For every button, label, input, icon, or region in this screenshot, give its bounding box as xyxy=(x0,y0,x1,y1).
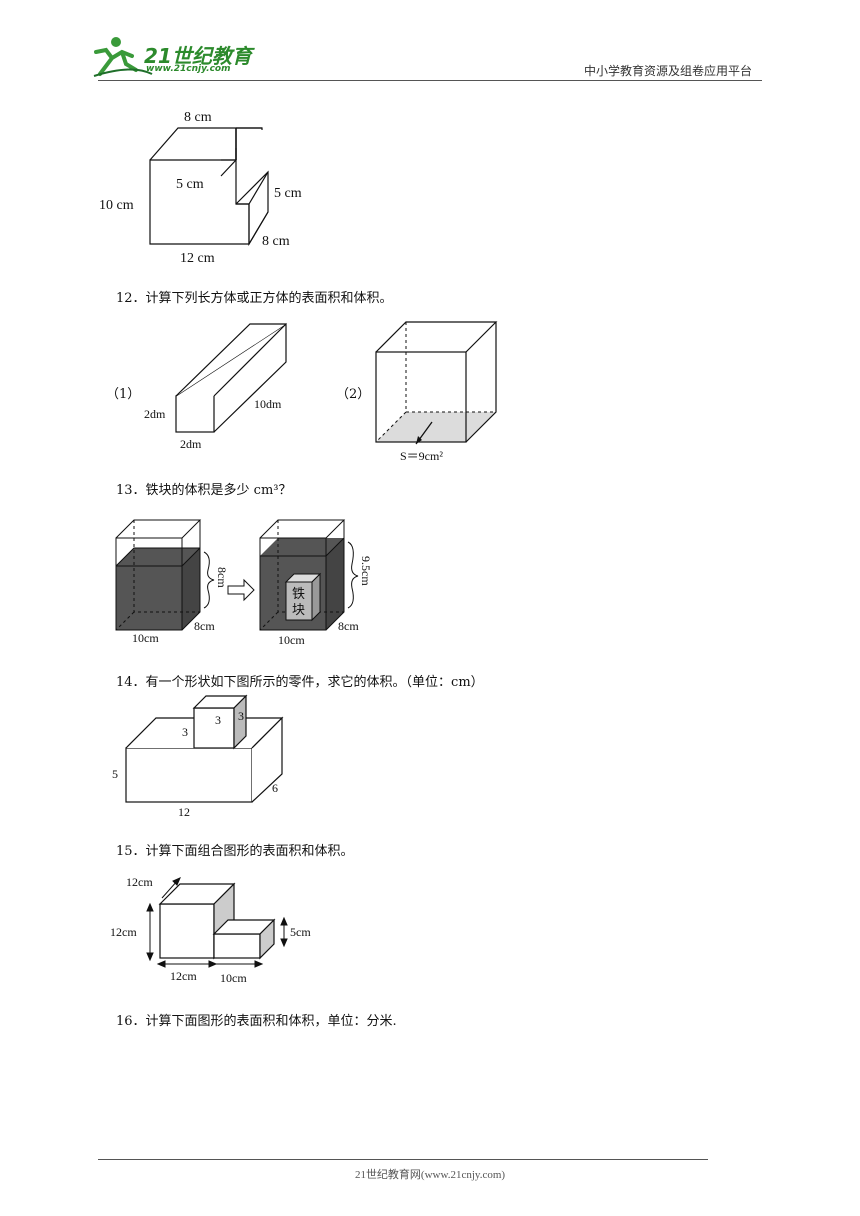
header-platform-text: 中小学教育资源及组卷应用平台 xyxy=(583,64,752,78)
q13-width1-label: 10cm xyxy=(132,631,159,645)
q15-width2-label: 10cm xyxy=(220,971,247,985)
q13-height2-label: 9.5cm xyxy=(359,556,373,586)
logo-url: www.21cnjy.com xyxy=(146,64,231,74)
figure-water-tanks: 8cm 10cm 8cm 铁 块 9.5cm 10cm 8cm xyxy=(115,519,373,647)
footer-divider xyxy=(98,1159,708,1160)
q15-height-label: 12cm xyxy=(110,925,137,939)
figure-long-cuboid: 2dm 2dm 10dm xyxy=(144,322,287,451)
figure-stepped-prism: 8 cm 5 cm 5 cm 10 cm 8 cm 12 cm xyxy=(99,110,302,266)
question-15-text: 15．计算下面组合图形的表面积和体积。 xyxy=(116,844,354,859)
q12-width-label: 2dm xyxy=(180,437,202,451)
q12-length-label: 10dm xyxy=(254,397,282,411)
q15-depth-label: 12cm xyxy=(126,875,153,889)
q13-height1-label: 8cm xyxy=(215,567,229,588)
right-arrow-icon xyxy=(227,578,255,602)
q13-depth1-label: 8cm xyxy=(194,619,215,633)
fig11-depth-label: 8 cm xyxy=(262,234,290,249)
question-16-text: 16．计算下面图形的表面积和体积，单位：分米. xyxy=(116,1014,397,1029)
header-divider xyxy=(98,80,762,81)
fig11-left-label: 10 cm xyxy=(99,198,134,213)
logo-title: 21世纪教育 xyxy=(144,44,252,68)
q13-iron-char1: 铁 xyxy=(292,587,305,602)
figure-part-with-cube: 3 3 3 5 12 6 xyxy=(112,694,284,819)
q13-iron-char2: 块 xyxy=(292,603,305,618)
q15-width1-label: 12cm xyxy=(170,969,197,983)
q14-height-label: 5 xyxy=(112,767,118,781)
logo-runner-icon xyxy=(93,37,153,77)
fig11-top-label: 8 cm xyxy=(184,110,212,125)
q15-height2-label: 5cm xyxy=(290,925,311,939)
q13-depth2-label: 8cm xyxy=(338,619,359,633)
header-logo: 21世纪教育 www.21cnjy.com xyxy=(92,34,262,80)
q14-cube-front-label: 3 xyxy=(215,713,221,727)
fig11-step-label: 5 cm xyxy=(176,177,204,192)
q14-cube-side-label: 3 xyxy=(238,709,244,723)
figure-combined-cuboids: 12cm 12cm 12cm 10cm 5cm xyxy=(110,875,311,985)
q13-width2-label: 10cm xyxy=(278,633,305,647)
q14-length-label: 12 xyxy=(178,805,190,819)
question-14-text: 14．有一个形状如下图所示的零件，求它的体积。（单位：cm） xyxy=(116,675,484,690)
question-13-text: 13．铁块的体积是多少 cm³？ xyxy=(116,483,292,498)
question-12-text: 12．计算下列长方体或正方体的表面积和体积。 xyxy=(116,291,393,306)
q14-cube-left-label: 3 xyxy=(182,725,188,739)
fig11-bottom-label: 12 cm xyxy=(180,251,215,266)
footer-text: 21世纪教育网(www.21cnjy.com) xyxy=(354,1169,506,1181)
fig11-right-label: 5 cm xyxy=(274,186,302,201)
q12-part2-label: （2） xyxy=(336,387,371,402)
q14-depth-label: 6 xyxy=(272,781,278,795)
q12-height-label: 2dm xyxy=(144,407,166,421)
q12-area-label: S＝9cm² xyxy=(400,449,443,463)
figure-cube: S＝9cm² xyxy=(375,321,498,463)
q12-part1-label: （1） xyxy=(106,387,141,402)
